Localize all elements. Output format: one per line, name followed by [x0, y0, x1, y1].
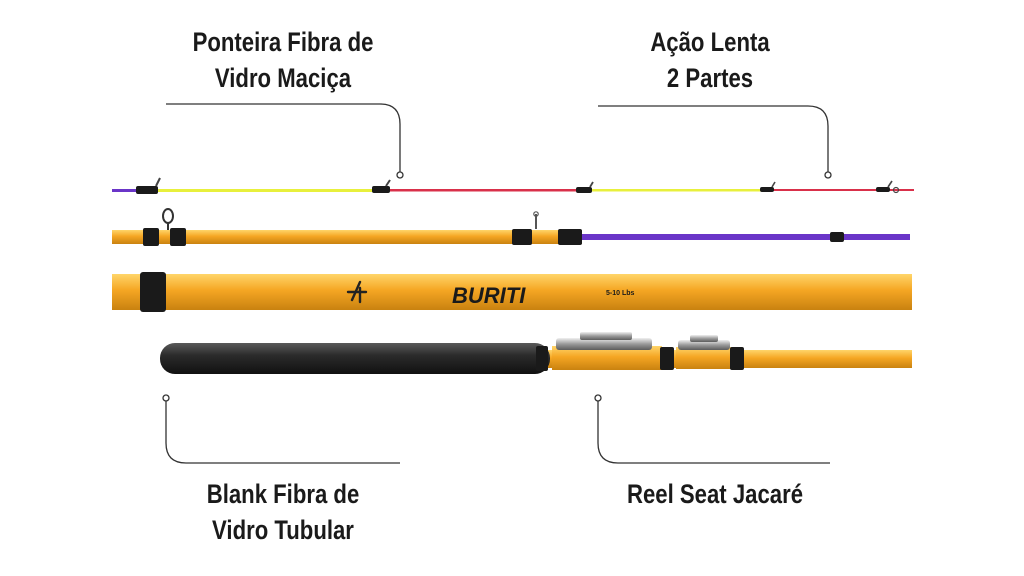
rod-handle	[160, 332, 912, 374]
leader-line-action	[598, 105, 832, 179]
callout-blank: Blank Fibra de Vidro Tubular	[185, 476, 382, 548]
rod-section-middle	[112, 208, 910, 246]
brand-logo-icon	[346, 280, 368, 304]
reel-seat-clamp	[556, 332, 730, 350]
leader-line-tip	[166, 103, 404, 179]
rod-spec: 5-10 Lbs	[606, 290, 635, 297]
leader-line-reel-seat	[594, 394, 830, 464]
callout-tip-line2: Vidro Maciça	[214, 63, 352, 93]
leader-line-blank	[162, 394, 400, 464]
rod-section-butt: BURITI 5-10 Lbs	[112, 272, 912, 312]
callout-action: Ação Lenta 2 Partes	[620, 24, 800, 96]
callout-action-line1: Ação Lenta	[650, 27, 770, 57]
callout-blank-line1: Blank Fibra de	[206, 479, 360, 509]
rod-section-tip	[112, 177, 914, 194]
callout-reel-seat-line1: Reel Seat Jacaré	[626, 479, 804, 509]
callout-blank-line2: Vidro Tubular	[212, 515, 354, 545]
callout-action-line2: 2 Partes	[666, 63, 754, 93]
callout-reel-seat: Reel Seat Jacaré	[604, 476, 825, 512]
brand-name: BURITI	[452, 283, 526, 308]
callout-tip-line1: Ponteira Fibra de	[192, 27, 374, 57]
callout-tip: Ponteira Fibra de Vidro Maciça	[185, 24, 382, 96]
grip	[160, 343, 550, 374]
